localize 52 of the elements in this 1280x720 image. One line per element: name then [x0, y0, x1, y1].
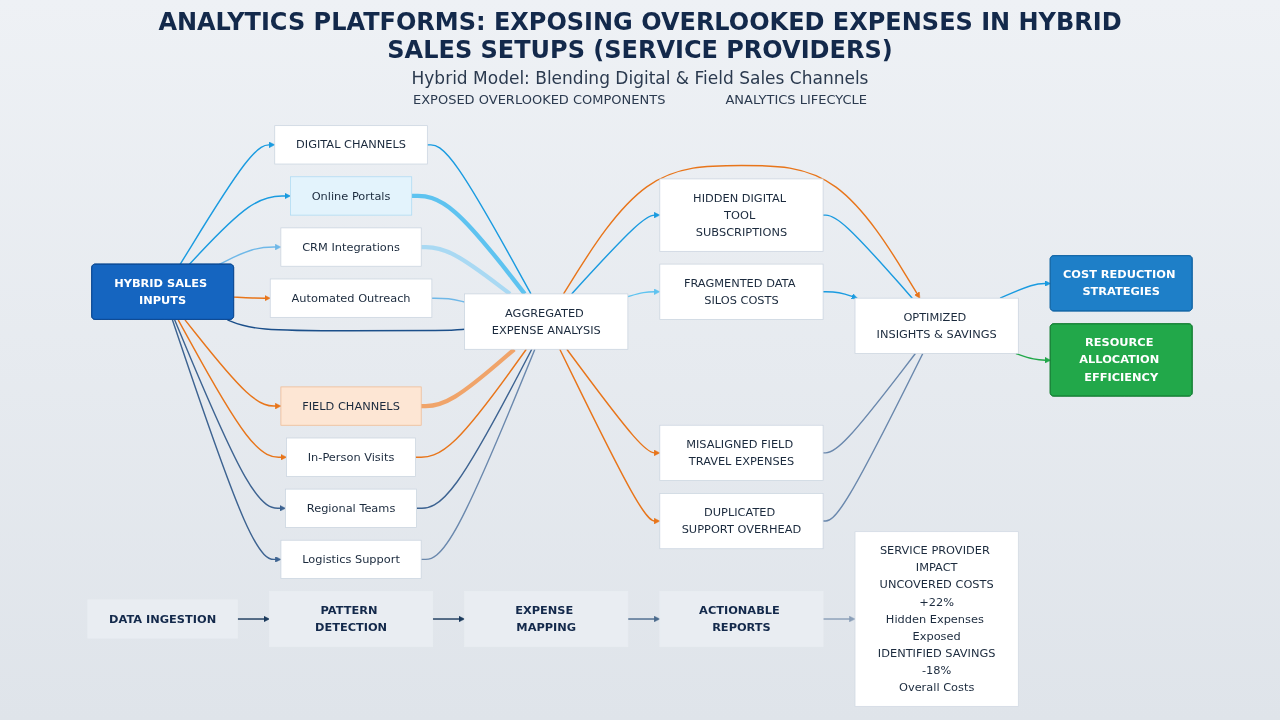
arrow [236, 615, 270, 623]
node-box: Online Portals [290, 176, 413, 216]
node-box: ACTIONABLE REPORTS [659, 590, 824, 648]
arrow [566, 348, 661, 457]
connector [226, 319, 466, 332]
arrow [431, 615, 465, 623]
arrow [171, 319, 282, 563]
connector [414, 348, 528, 458]
connector [431, 297, 466, 303]
connector [822, 352, 917, 454]
node-box: EXPENSE MAPPING [464, 590, 629, 648]
node-box: MISALIGNED FIELD TRAVEL EXPENSES [659, 424, 824, 481]
arrow [559, 348, 661, 525]
arrow [822, 615, 856, 623]
node-box: FRAGMENTED DATA SILOS COSTS [659, 263, 824, 320]
arrow [184, 319, 282, 410]
node-box: HIDDEN DIGITAL TOOL SUBSCRIPTIONS [659, 178, 824, 252]
arrow [179, 141, 276, 266]
connector [822, 352, 924, 522]
node-box: AGGREGATED EXPENSE ANALYSIS [464, 293, 629, 350]
arrow [562, 164, 921, 299]
arrow [570, 212, 661, 295]
node-box: DATA INGESTION [87, 599, 238, 639]
arrow [173, 319, 286, 512]
section-heading: EXPOSED OVERLOOKED COMPONENTS [412, 92, 666, 107]
title: ANALYTICS PLATFORMS: EXPOSING OVERLOOKED EXPENSES IN HYBRID SALES SETUPS (SERVICE PROVIDERS) [157, 8, 1123, 64]
section-heading: ANALYTICS LIFECYCLE [725, 92, 868, 107]
node-box: Automated Outreach [269, 278, 433, 318]
node-box: DUPLICATED SUPPORT OVERHEAD [659, 493, 824, 550]
connector [415, 348, 533, 509]
connector [426, 144, 532, 295]
connector [420, 348, 536, 561]
arrow [233, 295, 271, 302]
node-box: In-Person Visits [286, 437, 416, 477]
arrow [999, 280, 1051, 299]
node-box: PATTERN DETECTION [269, 590, 434, 648]
subtitle: Hybrid Model: Blending Digital & Field Sales Channels [411, 68, 869, 88]
arrow [177, 319, 287, 461]
arrow [822, 291, 858, 300]
node-box: SERVICE PROVIDER IMPACT UNCOVERED COSTS +22% Hidden Expenses Exposed IDENTIFIED SAVINGS -18% Overall Costs [854, 531, 1019, 707]
arrow [627, 288, 661, 298]
arrow [218, 243, 282, 266]
arrow [1015, 352, 1051, 364]
connector [822, 214, 913, 299]
arrow [188, 192, 291, 266]
node-box: CRM Integrations [280, 227, 422, 267]
node-box: DIGITAL CHANNELS [274, 125, 428, 165]
node-box: OPTIMIZED INSIGHTS & SAVINGS [854, 297, 1019, 354]
node-box: Logistics Support [280, 539, 422, 579]
arrow [627, 615, 661, 623]
node-box: Regional Teams [285, 488, 417, 528]
node-box: FIELD CHANNELS [280, 386, 422, 426]
